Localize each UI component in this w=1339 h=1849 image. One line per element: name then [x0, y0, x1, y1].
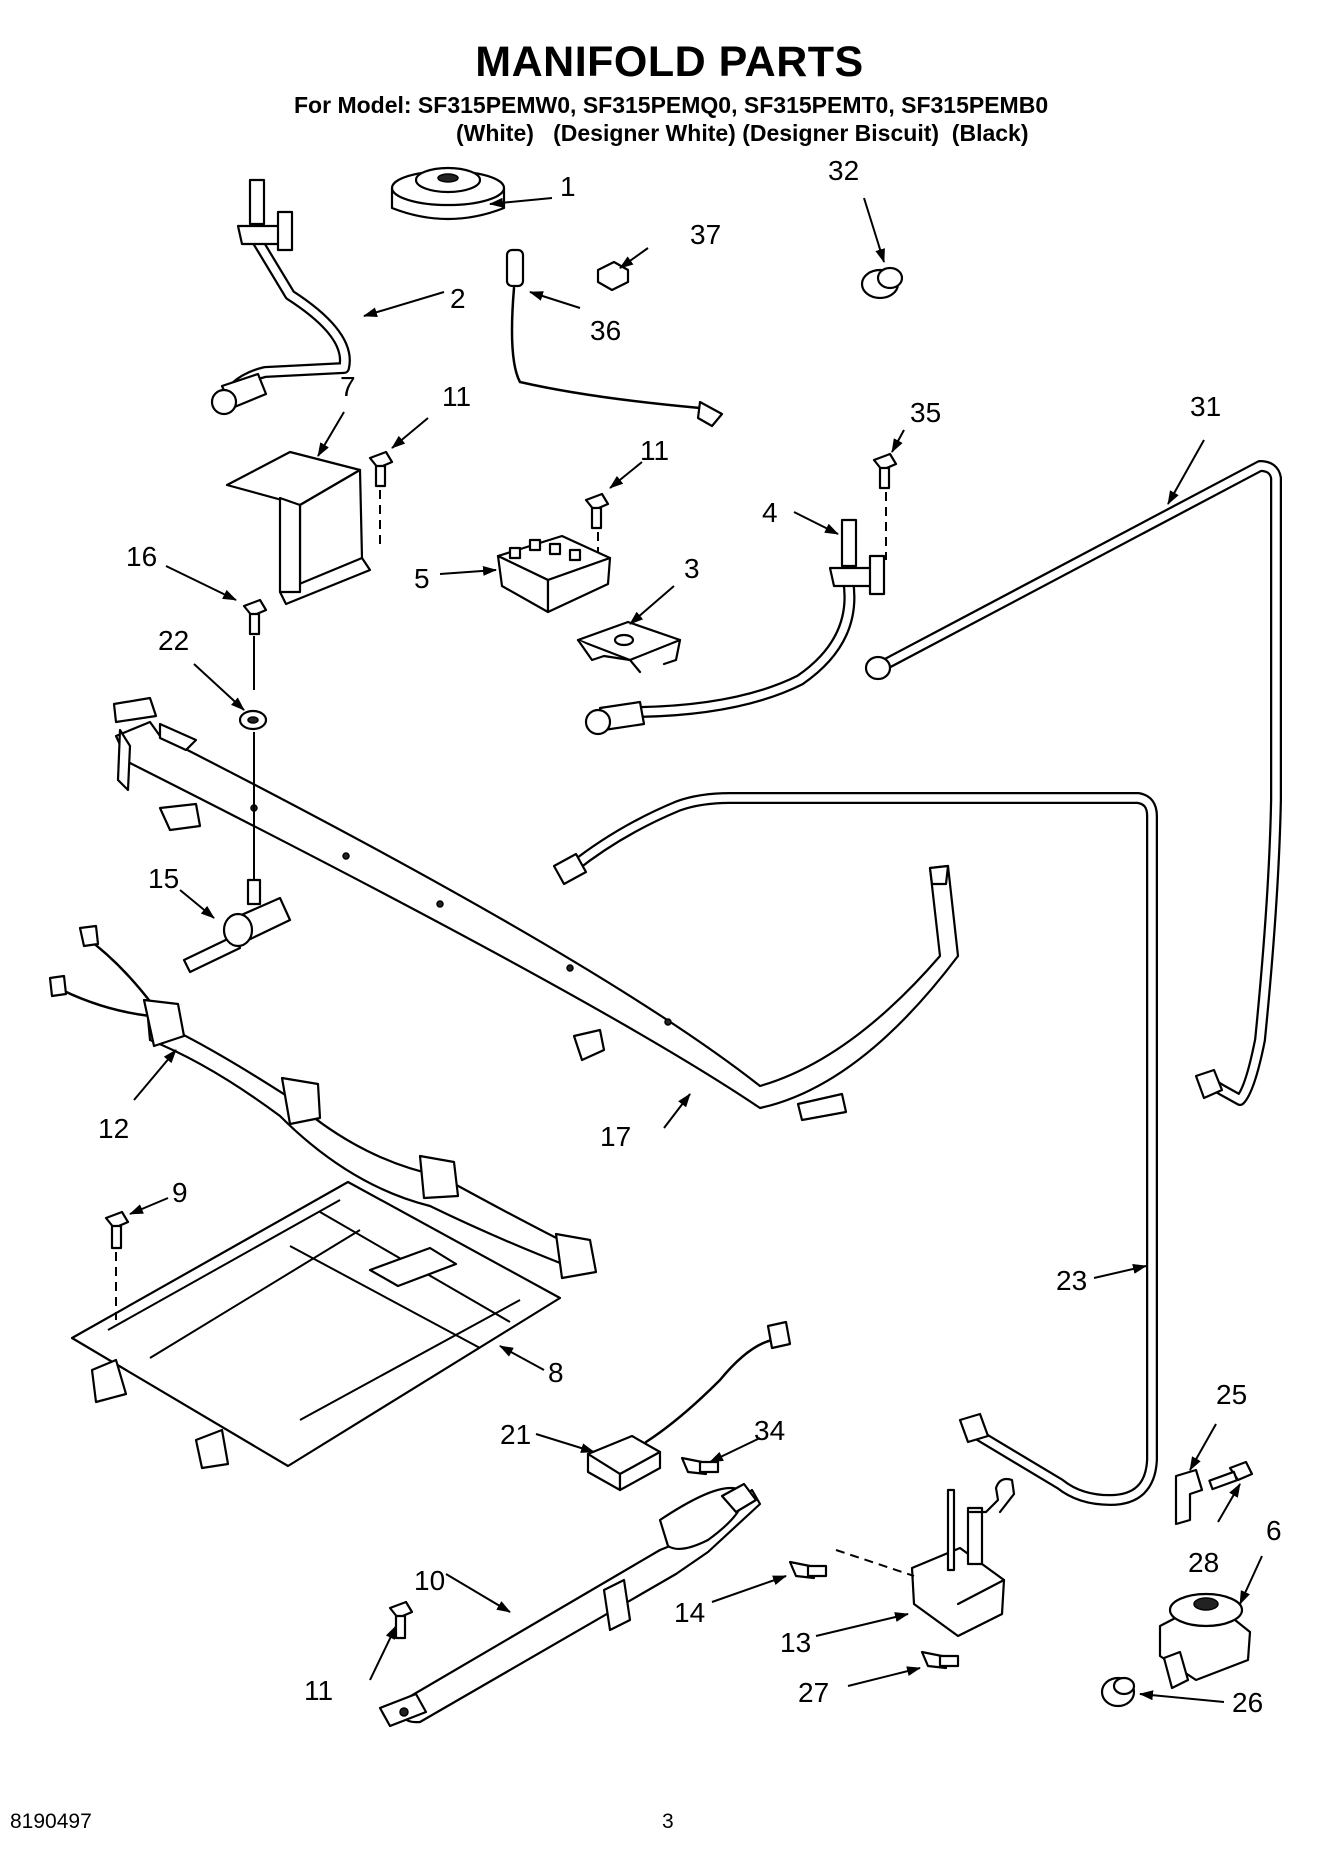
callout-13: 13	[780, 1627, 811, 1658]
part-17-manifold-pipe	[112, 696, 960, 1122]
part-3-clip	[576, 620, 682, 674]
part-26-fitting	[1100, 1676, 1136, 1708]
part-11-screw-upper-left	[368, 450, 394, 548]
part-21-igniter	[586, 1320, 792, 1492]
callout-25: 25	[1216, 1379, 1247, 1410]
part-37-bushing	[596, 260, 630, 292]
part-23-manifold-tube	[552, 792, 1158, 1506]
part-1-burner-cap	[390, 166, 506, 221]
callout-23: 23	[1056, 1265, 1087, 1296]
callout-14: 14	[674, 1597, 705, 1628]
part-9-screw	[104, 1210, 130, 1320]
callout-1: 1	[560, 171, 576, 202]
callout-2: 2	[450, 283, 466, 314]
part-15-valve	[182, 878, 292, 974]
callout-12: 12	[98, 1113, 129, 1144]
callout-11-lower: 11	[304, 1675, 333, 1706]
callout-31: 31	[1190, 391, 1221, 422]
callout-26: 26	[1232, 1687, 1263, 1718]
part-2-orifice-tube	[210, 178, 351, 416]
callout-labels: 1 2 37 32 36 7 11 11 35 31 4 5 3 16 22 1…	[98, 155, 1282, 1718]
part-6-regulator	[1158, 1592, 1252, 1690]
callout-6: 6	[1266, 1515, 1282, 1546]
part-5-terminal-block	[496, 534, 612, 614]
callout-16: 16	[126, 541, 157, 572]
callout-34: 34	[754, 1415, 785, 1446]
callout-10: 10	[414, 1565, 445, 1596]
page-title: MANIFOLD PARTS	[475, 38, 864, 86]
part-10-oven-burner	[378, 1482, 762, 1728]
part-34-screw	[680, 1456, 720, 1476]
part-7-bracket	[225, 450, 372, 606]
callout-37: 37	[690, 219, 721, 250]
part-28-screw	[1208, 1460, 1254, 1491]
callout-11-upper-left: 11	[442, 381, 471, 412]
part-12-wire-harness	[48, 924, 598, 1280]
page-number: 3	[662, 1810, 674, 1833]
callout-4: 4	[762, 497, 778, 528]
part-8-burner-plate	[70, 1180, 562, 1470]
callout-35: 35	[910, 397, 941, 428]
callout-17: 17	[600, 1121, 631, 1152]
callout-7: 7	[340, 371, 356, 402]
callout-22: 22	[158, 625, 189, 656]
part-14-screw	[788, 1560, 828, 1580]
part-4-orifice-tube	[584, 518, 886, 736]
callout-15: 15	[148, 863, 179, 894]
leader-lines	[129, 197, 1263, 1703]
callout-3: 3	[684, 553, 700, 584]
model-variants-line: (White) (Designer White) (Designer Biscu…	[456, 120, 1029, 146]
callout-11-upper-mid: 11	[640, 435, 669, 466]
callout-9: 9	[172, 1177, 188, 1208]
part-32-fitting	[860, 266, 904, 300]
part-25-bracket	[1174, 1468, 1204, 1526]
callout-8: 8	[548, 1357, 564, 1388]
callout-32: 32	[828, 155, 859, 186]
part-13-valve	[835, 1477, 1016, 1638]
callout-21: 21	[500, 1419, 531, 1450]
callout-28: 28	[1188, 1547, 1219, 1578]
callout-27: 27	[798, 1677, 829, 1708]
part-35-screw	[872, 452, 898, 560]
part-27-screw	[920, 1650, 960, 1670]
model-line: For Model: SF315PEMW0, SF315PEMQ0, SF315…	[294, 92, 1049, 118]
part-36-igniter-lead	[505, 248, 724, 428]
callout-5: 5	[414, 563, 430, 594]
part-16-screw	[242, 598, 268, 690]
document-number: 8190497	[10, 1810, 92, 1833]
part-31-gas-tube	[864, 460, 1282, 1106]
part-22-washer	[238, 709, 268, 880]
callout-36: 36	[590, 315, 621, 346]
